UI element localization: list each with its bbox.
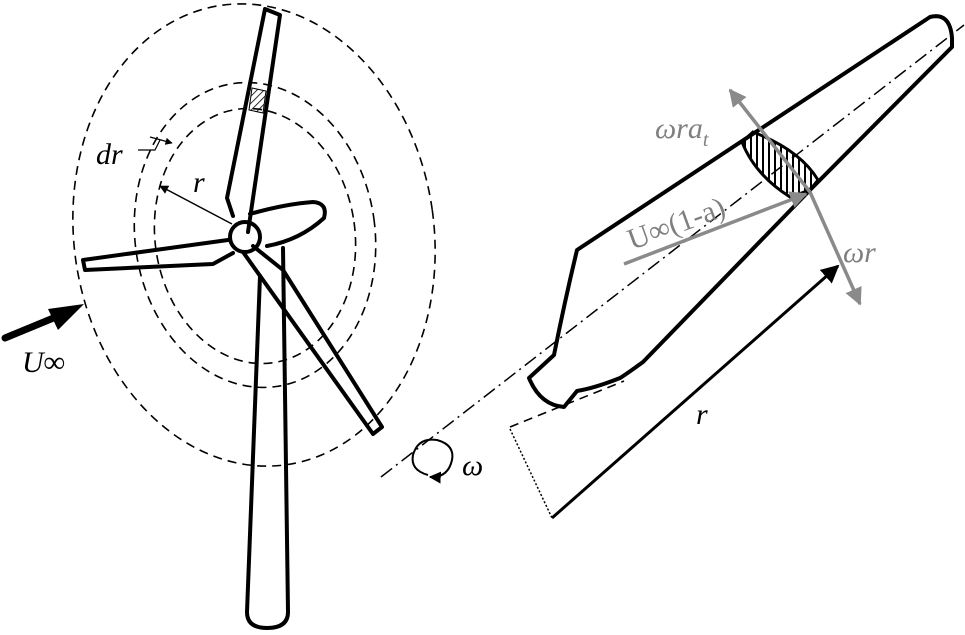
omega-label: ω [462,449,483,482]
wind-arrow-head [48,304,84,330]
radius-arrow [159,185,233,225]
rotational-velocity-arrow [808,191,862,306]
blade-hatched-element [248,87,267,114]
projection-dotted [509,428,553,519]
radius-label: r [193,166,205,199]
tangential-induced-arrow [728,88,812,194]
inner-annulus-ellipse [153,107,357,365]
wind-label: U∞ [22,346,65,379]
blade-left [81,238,235,272]
tangential-induced-main: ωra [655,112,703,145]
tower [245,246,290,630]
axial-velocity-arrow [623,191,808,266]
rotational-velocity-label: ωr [843,236,876,269]
axial-velocity-label: U∞(1-a) [623,191,730,257]
blade-detail-view: r U∞(1-a) ωrat ωr ω [380,14,965,520]
blade-element-line [326,339,335,351]
turbine-rotor-view: r dr U∞ [1,3,436,630]
dr-arrows [138,137,172,151]
radius-dimension-arrow [551,264,840,520]
blade-lower-right [241,244,384,436]
tangential-induced-label: ωrat [655,112,709,151]
rotation-axis [380,24,965,478]
tangential-induced-sub: t [703,129,709,151]
blade-top [225,7,282,234]
middle-annulus-ellipse [133,81,377,389]
dr-label: dr [96,138,123,171]
rotation-arrow-icon [411,438,454,484]
radius-label-right: r [696,398,708,431]
blade-outline [527,14,954,409]
rotor-plane-dashed [509,380,625,428]
outer-annulus-ellipse [72,3,436,467]
blade-right [248,200,327,248]
hub [228,220,262,254]
